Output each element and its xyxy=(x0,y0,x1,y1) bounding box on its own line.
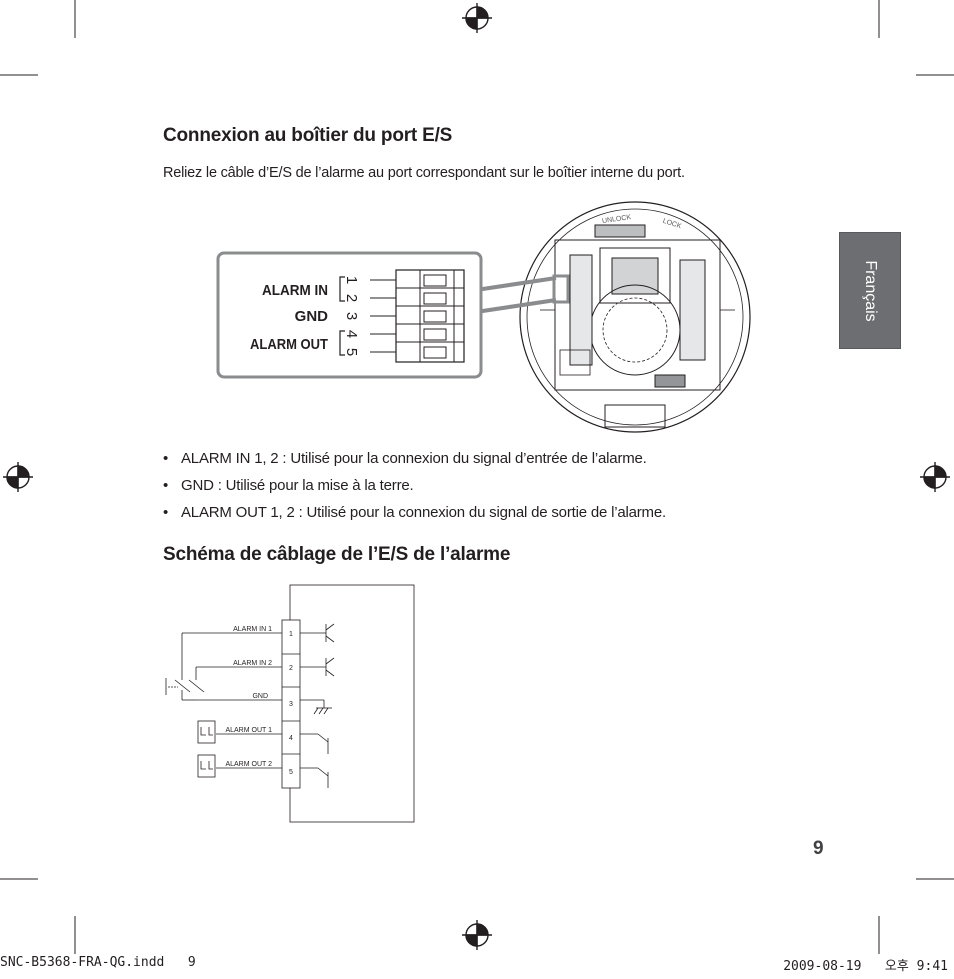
port-highlight xyxy=(552,274,570,304)
device-box xyxy=(289,584,415,823)
pin-description-list: • ALARM IN 1, 2 : Utilisé pour la connexi… xyxy=(163,449,666,530)
footer-filename: SNC-B5368-FRA-QG.indd 9 xyxy=(0,955,196,970)
wiring-pin-2: 2 xyxy=(289,665,293,672)
wiring-label-alarm-in-1: ALARM IN 1 xyxy=(233,626,272,633)
camera-body xyxy=(519,201,751,433)
footer-date: 2009-08-19 오후 9:41 xyxy=(783,959,948,974)
registration-mark-top xyxy=(462,3,492,33)
wiring-label-alarm-out-2: ALARM OUT 2 xyxy=(225,761,272,768)
wiring-label-gnd: GND xyxy=(252,693,268,700)
pin-brackets xyxy=(339,276,345,356)
pin-number-4: 4 xyxy=(343,330,360,338)
wiring-label-alarm-in-2: ALARM IN 2 xyxy=(233,660,272,667)
list-item-text: ALARM OUT 1, 2 : Utilisé pour la connexi… xyxy=(181,504,666,521)
pin-number-5: 5 xyxy=(343,348,360,356)
list-item-text: ALARM IN 1, 2 : Utilisé pour la connexio… xyxy=(181,450,647,467)
wiring-pin-1: 1 xyxy=(289,631,293,638)
intro-text: Reliez le câble d’E/S de l’alarme au por… xyxy=(163,165,685,181)
bullet-icon: • xyxy=(163,450,169,467)
gnd-label: GND xyxy=(295,308,329,325)
page-number: 9 xyxy=(813,838,824,859)
wiring-diagram: ALARM IN 1 ALARM IN 2 GND ALARM OUT 1 AL… xyxy=(165,584,415,823)
bullet-icon: • xyxy=(163,504,169,521)
alarm-out-label: ALARM OUT xyxy=(250,336,328,353)
wiring-pin-5: 5 xyxy=(289,769,293,776)
language-tab: Français xyxy=(839,232,901,349)
callout-pointer xyxy=(475,276,557,314)
connector-callout-box xyxy=(216,251,483,379)
unlock-label: UNLOCK xyxy=(602,214,632,225)
section-title-connexion: Connexion au boîtier du port E/S xyxy=(163,125,453,146)
wiring-pin-4: 4 xyxy=(289,735,293,742)
list-item: • GND : Utilisé pour la mise à la terre. xyxy=(163,476,666,503)
lock-label: LOCK xyxy=(662,218,683,231)
language-tab-label: Français xyxy=(862,259,879,322)
registration-mark-bottom xyxy=(462,920,492,950)
registration-mark-left xyxy=(3,462,33,492)
pin-numbers: 1 2 3 4 5 xyxy=(343,276,360,356)
terminal-strip xyxy=(281,619,301,789)
bullet-icon: • xyxy=(163,477,169,494)
pin-number-3: 3 xyxy=(343,312,360,320)
wiring-pin-3: 3 xyxy=(289,701,293,708)
wiring-label-alarm-out-1: ALARM OUT 1 xyxy=(225,727,272,734)
list-item-text: GND : Utilisé pour la mise à la terre. xyxy=(181,477,414,494)
relay-box-1 xyxy=(197,720,216,744)
registration-mark-right xyxy=(920,462,950,492)
list-item: • ALARM IN 1, 2 : Utilisé pour la connexi… xyxy=(163,449,666,476)
section-title-wiring: Schéma de câblage de l’E/S de l’alarme xyxy=(163,544,511,565)
terminal-block xyxy=(370,269,465,363)
io-port-illustration: UNLOCK LOCK 1 2 3 4 5 xyxy=(216,201,751,433)
pin-number-1: 1 xyxy=(343,276,360,284)
list-item: • ALARM OUT 1, 2 : Utilisé pour la connex… xyxy=(163,503,666,530)
relay-box-2 xyxy=(197,754,216,778)
alarm-in-label: ALARM IN xyxy=(262,282,328,299)
connector-labels: ALARM IN GND ALARM OUT xyxy=(250,282,328,353)
pin-number-2: 2 xyxy=(343,294,360,302)
